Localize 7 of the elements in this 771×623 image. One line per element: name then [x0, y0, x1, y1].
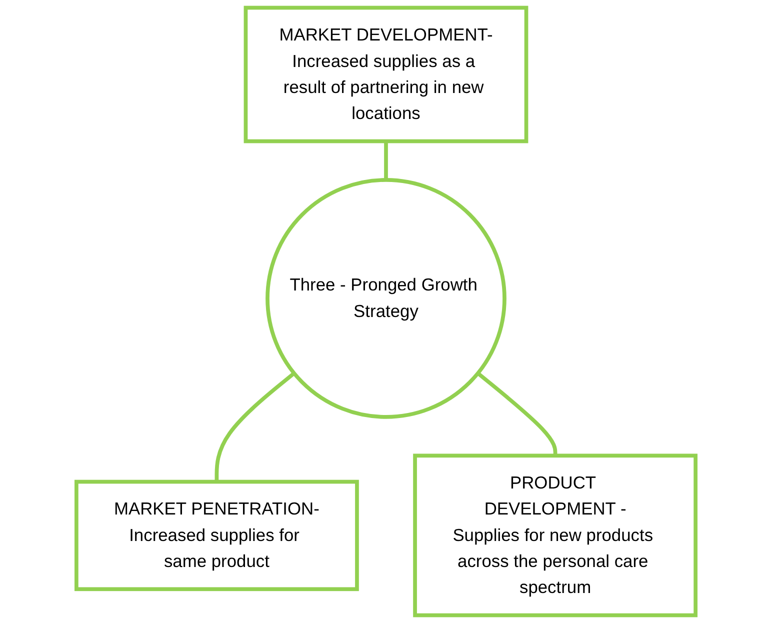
node-box: MARKET PENETRATION- Increased supplies for same product — [74, 480, 358, 592]
node-circle: Three - Pronged Growth Strategy — [265, 178, 506, 419]
connector — [476, 372, 557, 456]
node-box: MARKET DEVELOPMENT- Increased supplies as a result of partnering in new locations — [243, 6, 528, 144]
connector — [214, 372, 295, 482]
connector — [384, 141, 388, 180]
node-box: PRODUCT DEVELOPMENT - Supplies for new products across the personal care spectrum — [412, 454, 697, 618]
